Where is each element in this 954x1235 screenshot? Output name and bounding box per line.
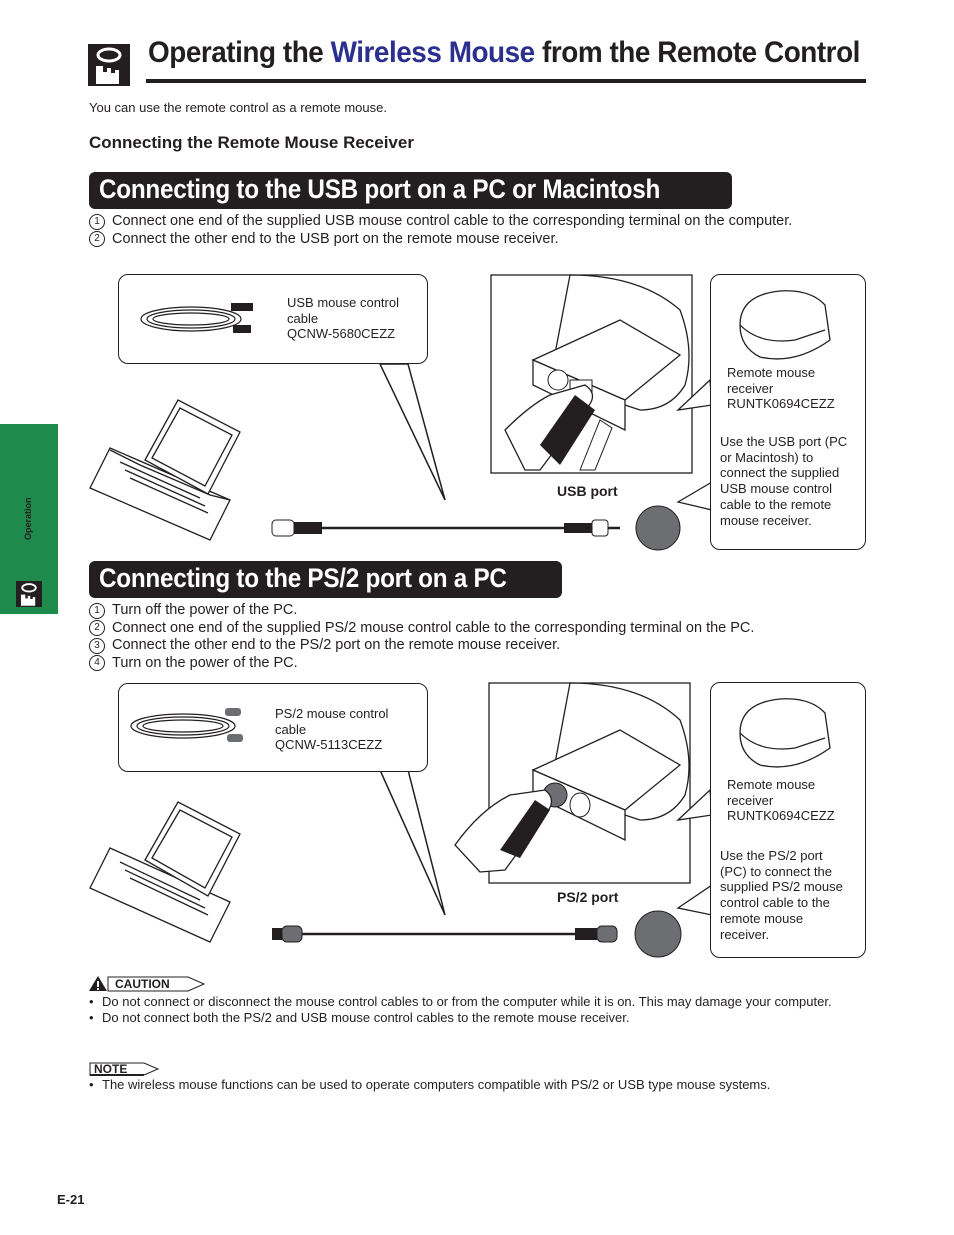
receiver-part-number: RUNTK0694CEZZ [727, 808, 835, 824]
cable-label-line: cable [275, 721, 307, 737]
note-line: connect the supplied [720, 465, 840, 481]
ps2-cable-icon [130, 708, 243, 742]
ps2-section-banner: Connecting to the PS/2 port on a PC [89, 561, 563, 598]
page-title: Operating the Wireless Mouse from the Re… [148, 36, 860, 69]
usb-receiver-callout: Remote mouse receiver RUNTK0694CEZZ Use … [710, 274, 866, 550]
note-tag-icon [89, 1062, 160, 1076]
cable-part-number: QCNW-5113CEZZ [275, 737, 383, 753]
ps2-port-label: PS/2 port [557, 889, 619, 905]
list-item: •The wireless mouse functions can be use… [89, 1077, 771, 1092]
ps2-cable-callout: PS/2 mouse control cable QCNW-5113CEZZ [118, 683, 428, 772]
intro-text: You can use the remote control as a remo… [89, 100, 387, 115]
note-line: mouse receiver. [720, 512, 812, 528]
caution-badge: CAUTION [88, 975, 208, 993]
receiver-part-number: RUNTK0694CEZZ [727, 396, 835, 412]
ps2-receiver-callout: Remote mouse receiver RUNTK0694CEZZ Use … [710, 682, 866, 958]
subheading: Connecting the Remote Mouse Receiver [89, 133, 414, 152]
receiver-label-line: receiver [727, 380, 774, 396]
usb-cable-icon [140, 303, 253, 333]
note-line: remote mouse [720, 910, 804, 926]
laptop-illustration [89, 801, 241, 943]
cable-label-line: PS/2 mouse control [275, 706, 389, 721]
ps2-port-note: Use the PS/2 port (PC) to connect the su… [720, 848, 843, 942]
remote-mouse-receiver-icon [739, 698, 831, 768]
note-line: (PC) to connect the [720, 863, 832, 879]
remote-mouse-receiver-icon [739, 290, 831, 360]
usb-port-note: Use the USB port (PC or Macintosh) to co… [720, 434, 847, 528]
cable-part-number: QCNW-5680CEZZ [287, 326, 396, 342]
hand-pointer-icon [16, 581, 42, 607]
note-line: receiver. [720, 926, 770, 942]
usb-section-banner: Connecting to the USB port on a PC or Ma… [89, 172, 733, 209]
title-rule [146, 79, 866, 83]
list-item: •Do not connect both the PS/2 and USB mo… [89, 1010, 630, 1025]
caution-list: •Do not connect or disconnect the mouse … [89, 994, 865, 1026]
laptop-illustration [89, 399, 241, 541]
note-line: supplied PS/2 mouse [720, 879, 843, 895]
note-label: NOTE [94, 1062, 128, 1076]
sidebar-label: Operation [23, 497, 33, 540]
receiver-label-line: Remote mouse [727, 777, 816, 792]
note-line: Use the USB port (PC [720, 434, 848, 449]
note-line: control cable to the [720, 895, 830, 911]
hand-pointer-icon [88, 44, 130, 86]
note-list: •The wireless mouse functions can be use… [89, 1077, 865, 1093]
note-line: or Macintosh) to [720, 449, 814, 465]
ps2-connection-illustration [89, 682, 713, 958]
receiver-label-line: receiver [727, 792, 774, 808]
note-badge: NOTE [88, 1061, 160, 1077]
page-number: E-21 [57, 1192, 85, 1207]
receiver-label-line: Remote mouse [727, 365, 816, 380]
note-line: cable to the remote [720, 496, 832, 512]
usb-port-label: USB port [557, 483, 618, 499]
warning-icon [89, 976, 206, 992]
usb-connection-illustration [89, 274, 713, 551]
note-line: USB mouse control [720, 481, 832, 497]
usb-cable-callout: USB mouse control cable QCNW-5680CEZZ [118, 274, 428, 364]
cable-label-line: USB mouse control [287, 295, 399, 310]
caution-label: CAUTION [115, 977, 170, 991]
list-item: •Do not connect or disconnect the mouse … [89, 994, 832, 1009]
cable-label-line: cable [287, 310, 319, 326]
note-line: Use the PS/2 port [720, 848, 823, 863]
